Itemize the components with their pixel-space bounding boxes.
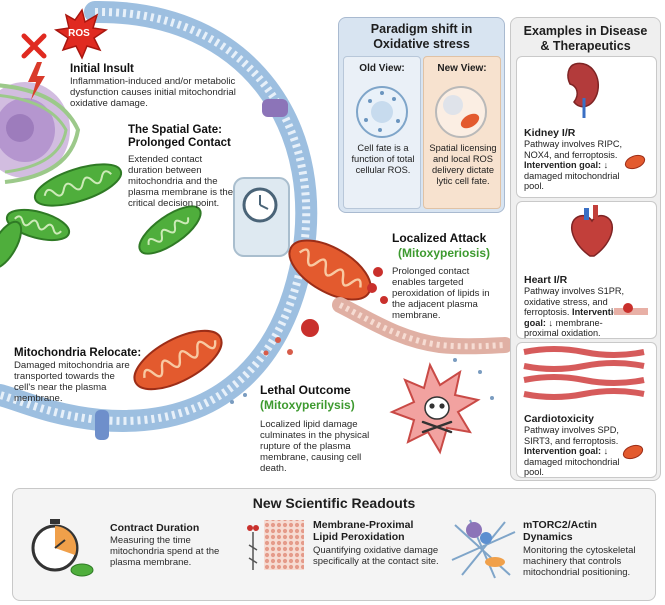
paradigm-title: Paradigm shift in Oxidative stress: [370, 22, 473, 51]
mitochondrion-icon: [624, 154, 646, 170]
mitoxyperiosis-term: (Mitoxyperiosis): [398, 246, 491, 260]
ros-particles: [263, 267, 388, 356]
initial-insult-title: Initial Insult: [70, 63, 134, 75]
cell-membrane: [0, 0, 318, 440]
membrane-protein: [95, 410, 109, 440]
example-icons: [523, 62, 648, 460]
readout-name: Membrane-Proximal Lipid Peroxidation: [313, 519, 414, 543]
mitoxyperilysis-term: (Mitoxyperilysis): [260, 398, 355, 412]
ros-burst-icon: [53, 8, 109, 60]
readout-name: mTORC2/Actin Dynamics: [523, 519, 597, 543]
localized-attack-text: Prolonged contact enables targeted perox…: [392, 266, 490, 321]
relocate-text: Damaged mitochondria are transported tow…: [14, 360, 130, 404]
nucleus: [0, 82, 81, 184]
damaged-mitochondria: [133, 239, 372, 391]
membrane-protein: [262, 99, 288, 117]
ros-membrane-icon: [614, 303, 648, 315]
localized-attack-title: Localized Attack: [392, 231, 487, 245]
readouts-title: New Scientific Readouts: [252, 495, 416, 511]
readouts-panel: New Scientific Readouts Contract Duratio…: [12, 488, 656, 601]
heart-icon: [570, 205, 614, 257]
examples-panel: Examples in Disease & Therapeutics Kidne…: [510, 17, 661, 481]
healthy-mitochondria: [0, 163, 202, 270]
card-text: Pathway involves S1PR, oxidative stress,…: [524, 286, 625, 338]
paradigm-icons: [356, 86, 487, 138]
initial-insult-text: Inflammation-induced and/or metabolic dy…: [70, 76, 236, 109]
card-text: Pathway involves RIPC, NOX4, and ferropt…: [524, 139, 623, 191]
cytoskeleton-icon: [451, 519, 516, 579]
relocate-title: Mitochondria Relocate:: [14, 347, 142, 359]
blocked-x-icon: [21, 33, 47, 59]
lipid-molecule-icon: [247, 520, 304, 570]
card-name: Cardiotoxicity: [524, 413, 595, 425]
lightning-icon: [28, 62, 45, 100]
damaged-membrane: [332, 297, 513, 355]
kidney-icon: [567, 62, 599, 118]
contact-timer: [233, 177, 290, 257]
readout-name: Contract Duration: [110, 522, 200, 534]
lethal-outcome-title: Lethal Outcome: [260, 383, 351, 397]
new-view-text: Spatial licensing and local ROS delivery…: [429, 143, 497, 186]
old-view-cell-icon: [356, 86, 408, 138]
examples-title: Examples in Disease & Therapeutics: [523, 24, 648, 53]
lethal-outcome-text: Localized lipid damage culminates in the…: [260, 419, 370, 474]
mitochondrion-icon: [622, 444, 644, 460]
spatial-gate-title: The Spatial Gate: Prolonged Contact: [128, 124, 231, 149]
readout-text: Monitoring the cytoskeletal machinery th…: [523, 545, 636, 578]
readout-text: Quantifying oxidative damage specificall…: [313, 545, 439, 567]
ros-bubble: [301, 319, 319, 337]
new-view-heading: New View:: [437, 63, 487, 74]
example-card-kidney: Kidney I/R Pathway involves RIPC, NOX4, …: [516, 56, 657, 198]
card-name: Heart I/R: [524, 274, 568, 286]
readout-text: Measuring the time mitochondria spend at…: [110, 535, 220, 568]
stopwatch-icon: [31, 519, 94, 577]
ros-label: ROS: [68, 28, 90, 39]
cardiac-muscle-icon: [523, 346, 645, 400]
spatial-gate-text: Extended contact duration between mitoch…: [128, 154, 234, 209]
old-view-text: Cell fate is a function of total cellula…: [351, 143, 415, 175]
cell-death-icon: [389, 362, 481, 455]
new-view-cell-icon: [435, 86, 487, 138]
old-view-heading: Old View:: [359, 63, 405, 74]
card-text: Pathway involves SPD, SIRT3, and ferropt…: [524, 425, 620, 477]
card-name: Kidney I/R: [524, 127, 576, 139]
readout-icons: [31, 519, 516, 579]
